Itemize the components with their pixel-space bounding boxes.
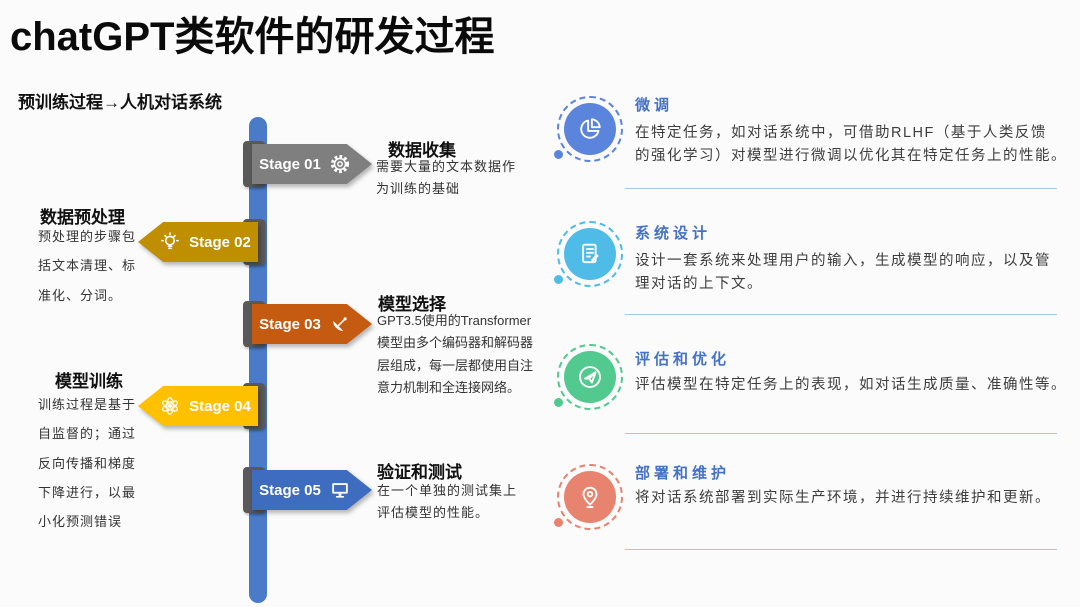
stage-04-label: Stage 04: [189, 397, 251, 415]
stage-03-label: Stage 03: [259, 315, 321, 333]
aspect-evaluation-title: 评估和优化: [635, 351, 731, 368]
divider: [625, 433, 1057, 434]
stage-03-banner: Stage 03: [252, 304, 372, 344]
divider: [625, 188, 1057, 189]
gear-icon: [329, 153, 351, 175]
aspect-system-design-title: 系统设计: [635, 225, 712, 242]
stage-04-desc: 训练过程是基于 自监督的；通过 反向传播和梯度 下降进行，以最 小化预测错误: [38, 397, 137, 529]
orbit-dot: [554, 275, 563, 284]
stage-04-title: 模型训练: [55, 372, 123, 391]
page-title: chatGPT类软件的研发过程: [10, 15, 495, 59]
stage-05-banner: Stage 05: [252, 470, 372, 510]
stage-05-label: Stage 05: [259, 481, 321, 499]
stage-02-title: 数据预处理: [40, 208, 125, 227]
aspect-deployment-desc: 将对话系统部署到实际生产环境，并进行持续维护和更新。: [635, 490, 1051, 506]
stage-02-label: Stage 02: [189, 233, 251, 251]
stage-01-label: Stage 01: [259, 155, 321, 173]
orbit-dot: [554, 398, 563, 407]
aspect-evaluation-icon-ring: [554, 344, 623, 410]
aspect-finetune-title: 微调: [635, 97, 674, 114]
aspect-evaluation-desc: 评估模型在特定任务上的表现，如对话生成质量、准确性等。: [635, 377, 1067, 393]
stage-05-title: 验证和测试: [377, 463, 462, 482]
aspect-deployment-title: 部署和维护: [635, 465, 731, 482]
timeline-pole: [249, 117, 267, 603]
stage-05-desc: 在一个单独的测试集上 评估模型的性能。: [377, 483, 518, 521]
timeline-subtitle: 预训练过程→人机对话系统: [18, 93, 222, 112]
stage-02-desc: 预处理的步骤包 括文本清理、标 准化、分词。: [38, 229, 137, 303]
stage-02-banner: Stage 02: [138, 222, 258, 262]
paper-plane-icon: [564, 351, 616, 403]
divider: [625, 549, 1057, 550]
pie-chart-icon: [564, 103, 616, 155]
aspect-finetune-desc: 在特定任务，如对话系统中，可借助RLHF（基于人类反馈 的强化学习）对模型进行微…: [635, 125, 1067, 165]
stage-03-title: 模型选择: [378, 295, 446, 314]
stage-04-banner: Stage 04: [138, 386, 258, 426]
orbit-dot: [554, 150, 563, 159]
aspect-system-design-desc: 设计一套系统来处理用户的输入，生成模型的响应，以及管 理对话的上下文。: [635, 253, 1051, 293]
stage-03-desc: GPT3.5使用的Transformer 模型由多个编码器和解码器 层组成，每一…: [377, 313, 534, 396]
lightbulb-icon: [159, 231, 181, 253]
location-pin-icon: [564, 471, 616, 523]
satellite-dish-icon: [329, 313, 351, 335]
document-edit-icon: [564, 228, 616, 280]
aspect-system-design-icon-ring: [554, 221, 623, 287]
monitor-icon: [329, 479, 351, 501]
stage-01-banner: Stage 01: [252, 144, 372, 184]
aspect-finetune-icon-ring: [554, 96, 623, 162]
stage-01-title: 数据收集: [388, 141, 456, 160]
divider: [625, 314, 1057, 315]
atom-icon: [159, 395, 181, 417]
stage-01-desc: 需要大量的文本数据作 为训练的基础: [376, 159, 517, 197]
aspect-deployment-icon-ring: [554, 464, 623, 530]
orbit-dot: [554, 518, 563, 527]
